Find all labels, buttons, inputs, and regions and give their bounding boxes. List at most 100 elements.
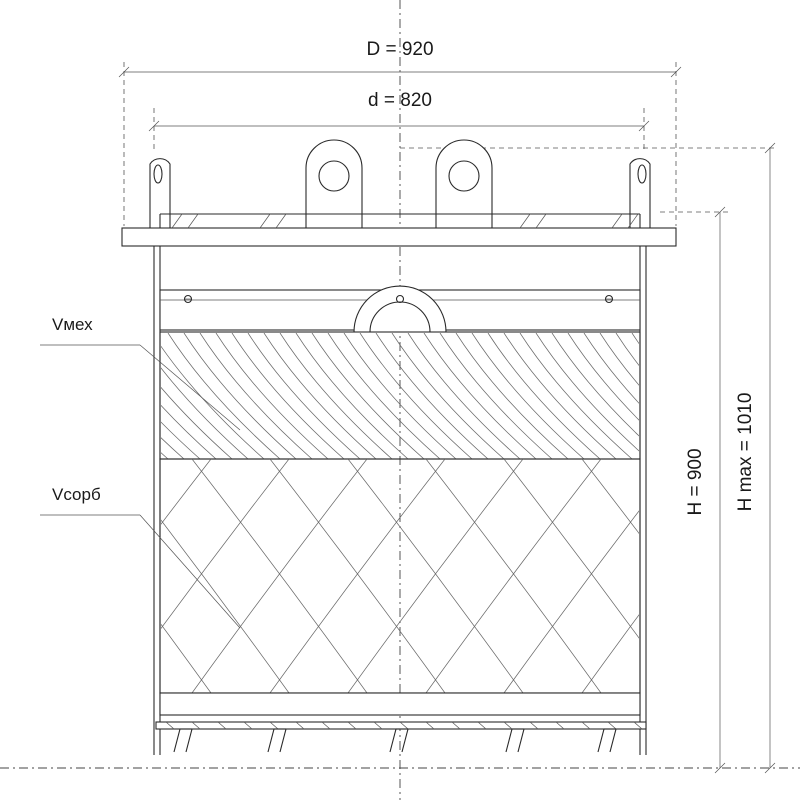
hatch-stroke xyxy=(599,333,639,386)
hatch-stroke xyxy=(191,459,368,693)
drawing-stroke xyxy=(519,213,531,229)
hatch-stroke xyxy=(161,367,249,459)
top-lifting-lugs xyxy=(149,139,651,229)
drawing-stroke xyxy=(529,721,539,730)
drawing-stroke xyxy=(611,213,623,229)
hatch-stroke xyxy=(359,333,473,459)
bottom-grid xyxy=(155,692,647,753)
sorbent-zone xyxy=(0,458,800,694)
drawing-stroke xyxy=(185,728,193,753)
drawing-stroke xyxy=(347,721,357,730)
hatch-stroke xyxy=(631,333,639,345)
mechanical-filter-zone xyxy=(40,331,641,460)
hatch-stroke xyxy=(615,333,639,366)
hatch-stroke xyxy=(487,333,601,459)
hatch-stroke xyxy=(423,333,537,459)
hatch-stroke xyxy=(503,333,617,459)
hatch-stroke xyxy=(161,459,212,525)
hatch-stroke xyxy=(455,333,569,459)
inner-diameter-dimension: d = 820 xyxy=(148,90,650,152)
drawing-stroke xyxy=(269,721,279,730)
drawing-stroke xyxy=(581,721,591,730)
drawing-stroke xyxy=(425,721,435,730)
drawing-stroke xyxy=(217,721,227,730)
drawing-stroke xyxy=(243,721,253,730)
side-lug-left xyxy=(149,158,171,229)
distributor-block xyxy=(159,285,641,333)
hatch-stroke xyxy=(503,510,639,693)
hatch-stroke xyxy=(167,333,281,459)
drawing-stroke xyxy=(555,721,565,730)
top-flange xyxy=(121,213,677,247)
mechanical-filter-label: Vмех xyxy=(52,315,93,334)
hatch-stroke xyxy=(581,459,639,534)
hatch-stroke xyxy=(407,333,521,459)
hatch-stroke xyxy=(660,459,800,693)
hatch-stroke xyxy=(161,386,233,459)
hatch-stroke xyxy=(161,623,212,693)
side-lug-right xyxy=(629,158,651,229)
drawing-stroke xyxy=(389,728,397,753)
drawing-stroke xyxy=(503,721,513,730)
drawing-stroke xyxy=(373,721,383,730)
drawing-stroke xyxy=(535,213,547,229)
central-inlet-ring xyxy=(353,285,447,333)
outer-diameter-dimension: D = 920 xyxy=(118,39,682,226)
hatch-stroke xyxy=(199,333,313,459)
height-label: H = 900 xyxy=(685,448,706,515)
lifting-lug-left xyxy=(305,139,363,229)
height-dimension: H = 900 xyxy=(660,206,728,774)
hatch-stroke xyxy=(295,333,409,459)
drawing-stroke xyxy=(259,213,271,229)
drawing-stroke xyxy=(187,213,199,229)
inner-diameter-label: d = 820 xyxy=(368,90,432,111)
drawing-stroke xyxy=(477,721,487,730)
hatch-stroke xyxy=(347,459,524,693)
hatch-stroke xyxy=(425,459,602,693)
hatch-stroke xyxy=(551,333,639,437)
hatch-stroke xyxy=(425,459,602,693)
hatch-stroke xyxy=(583,333,639,404)
hatch-stroke xyxy=(0,459,55,693)
hatch-stroke xyxy=(40,333,152,459)
sorbent-label: Vсорб xyxy=(52,485,101,504)
drawing-stroke xyxy=(295,721,305,730)
drawing-stroke xyxy=(399,721,409,730)
hatch-stroke xyxy=(161,404,217,459)
hatch-stroke xyxy=(279,333,393,459)
hatch-stroke xyxy=(215,333,329,459)
drawing-stroke xyxy=(633,721,643,730)
hatch-stroke xyxy=(161,421,201,459)
hatch-stroke xyxy=(503,459,639,639)
drawing-stroke xyxy=(267,728,275,753)
drawing-stroke xyxy=(451,721,461,730)
hatch-stroke xyxy=(161,452,169,459)
drawing-stroke xyxy=(191,721,201,730)
hatch-stroke xyxy=(191,459,368,693)
hatch-stroke xyxy=(347,459,524,693)
hatch-stroke xyxy=(161,345,265,459)
hatch-stroke xyxy=(263,333,377,459)
drawing-stroke xyxy=(597,728,605,753)
hatch-stroke xyxy=(231,333,345,459)
drawing-stroke xyxy=(165,721,175,730)
hatch-stroke xyxy=(327,333,441,459)
hatch-stroke xyxy=(581,614,639,693)
hatch-stroke xyxy=(0,459,55,693)
hatch-stroke xyxy=(660,459,800,693)
hatch-stroke xyxy=(269,459,446,693)
hatch-stroke xyxy=(311,333,425,459)
outer-diameter-label: D = 920 xyxy=(366,39,433,60)
drawing-stroke xyxy=(321,721,331,730)
hatch-stroke xyxy=(519,333,633,459)
hatch-stroke xyxy=(567,333,639,421)
hatch-stroke xyxy=(439,333,553,459)
hatch-stroke xyxy=(375,333,489,459)
hatch-stroke xyxy=(391,333,505,459)
hatch-stroke xyxy=(247,333,361,459)
drawing-stroke xyxy=(275,213,287,229)
hatch-stroke xyxy=(269,459,446,693)
drawing-stroke xyxy=(279,728,287,753)
hatch-stroke xyxy=(183,333,297,459)
